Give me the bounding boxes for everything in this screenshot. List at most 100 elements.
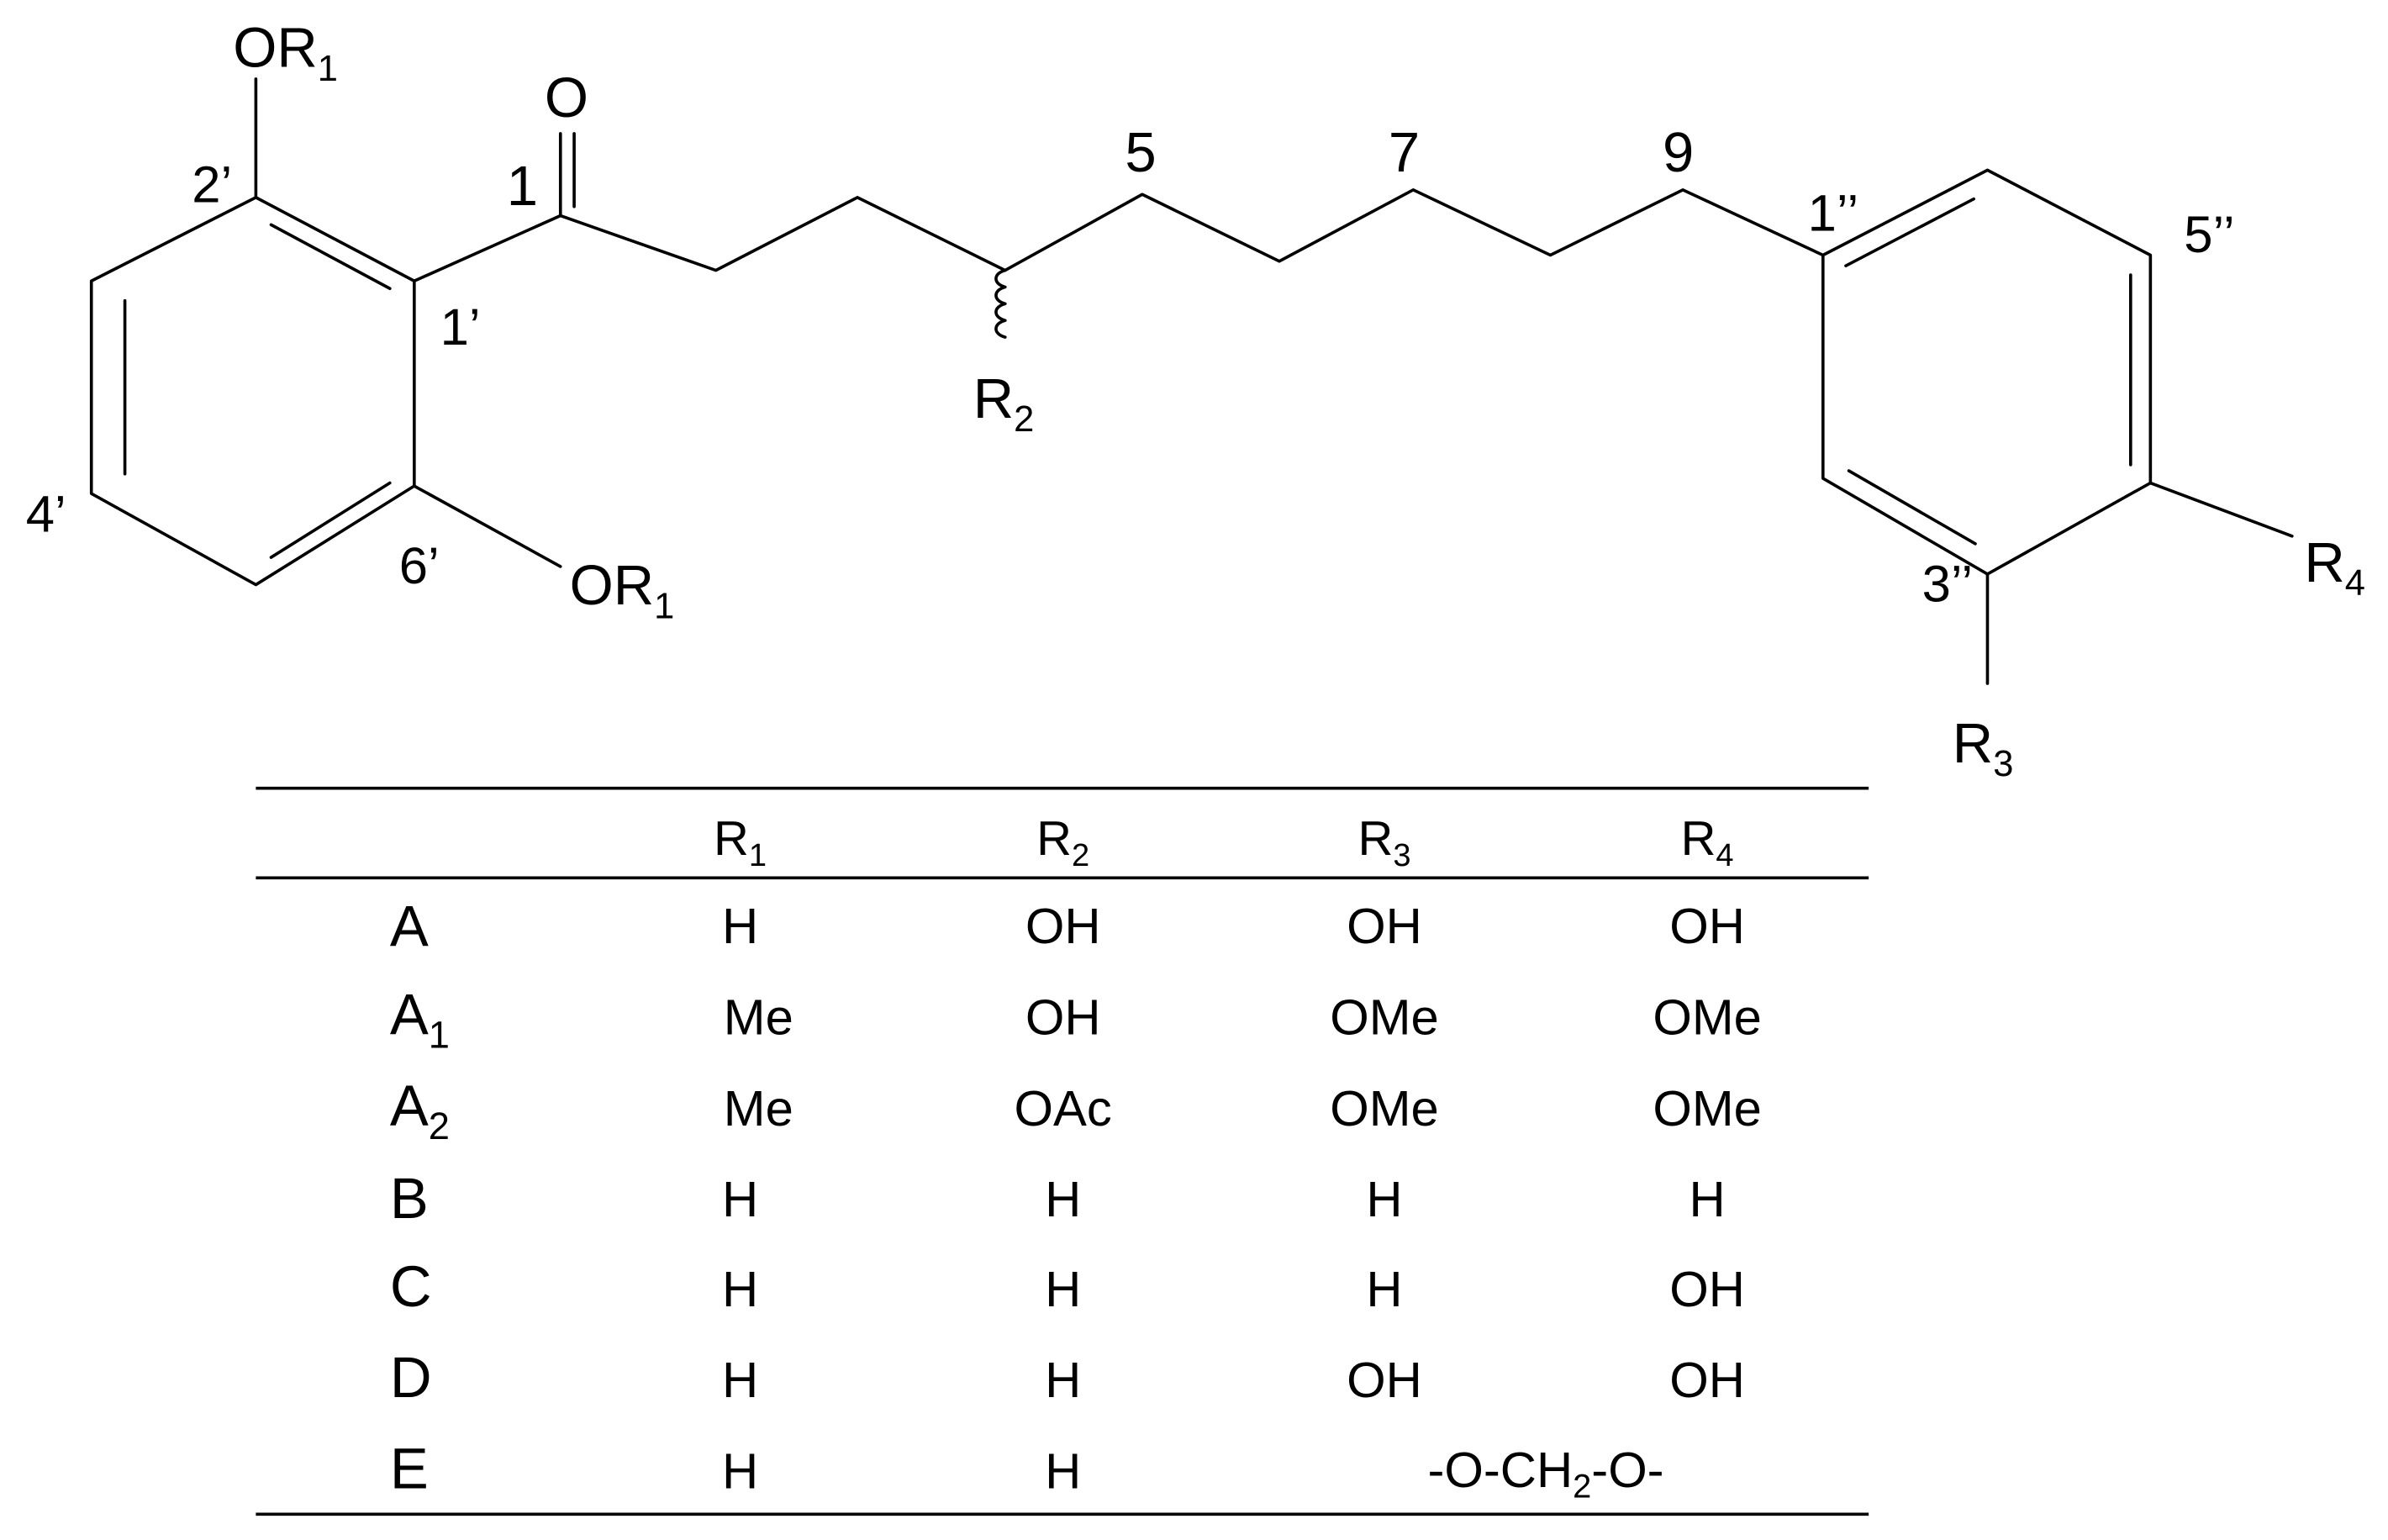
table-header-r3: R3	[1357, 812, 1410, 873]
label-c9: 9	[1663, 121, 1694, 184]
right-ring-outline	[1821, 168, 2153, 576]
methylenedioxy-sub: 2	[1573, 1468, 1591, 1505]
table-cell: H	[1045, 1171, 1081, 1227]
label-or1-bottom: OR1	[570, 554, 675, 626]
table-cell: OMe	[1653, 989, 1762, 1045]
header-r4-sub: 4	[1716, 838, 1733, 873]
table-cell: H	[722, 1171, 758, 1227]
row-label-main: A	[390, 894, 429, 959]
methylenedioxy-pre: -O-CH	[1427, 1442, 1573, 1498]
table-row: A1 Me OH OMe OMe	[390, 982, 1762, 1056]
label-c3-double-prime: 3’’	[1922, 556, 1974, 614]
table-cell: OMe	[1330, 989, 1439, 1045]
table-cell: OH	[1669, 1352, 1745, 1408]
table-cell: H	[722, 898, 758, 954]
table-cell: Me	[724, 1080, 793, 1137]
bond-c4pp-r4	[2148, 481, 2294, 538]
label-c5: 5	[1125, 121, 1156, 184]
header-r2-main: R	[1036, 812, 1072, 866]
label-r4-main: R	[2304, 531, 2344, 594]
label-r4-sub: 4	[2345, 563, 2365, 604]
left-benzene-ring	[89, 196, 416, 587]
row-label: A	[390, 894, 429, 959]
right-ring-double-bond-bottom-left	[1847, 469, 1977, 546]
table-cell: H	[722, 1261, 758, 1317]
label-r2-sub: 2	[1014, 399, 1034, 440]
row-label-main: D	[390, 1345, 432, 1410]
table-cell: H	[722, 1352, 758, 1408]
table-cell: H	[1045, 1352, 1081, 1408]
label-or1-top-sub: 1	[318, 49, 338, 89]
label-or1-top: OR1	[233, 17, 338, 89]
row-label: B	[390, 1166, 429, 1231]
row-label: E	[390, 1437, 429, 1501]
label-c4-prime: 4’	[26, 485, 66, 543]
table-cell: OMe	[1330, 1080, 1439, 1137]
table-row: B H H H H	[390, 1166, 1726, 1231]
left-ring-outline	[89, 196, 416, 587]
table-row: D H H OH OH	[390, 1345, 1745, 1410]
label-carbonyl-oxygen: O	[545, 66, 588, 129]
row-label-sub: 1	[429, 1014, 450, 1057]
label-c1-prime: 1’	[440, 298, 481, 356]
row-label: A2	[390, 1073, 450, 1147]
row-label-sub: 2	[429, 1105, 450, 1147]
label-c1: 1	[507, 155, 538, 218]
table-cell: H	[722, 1443, 758, 1500]
header-r1-main: R	[714, 812, 749, 866]
header-r1-sub: 1	[749, 838, 767, 873]
left-ring-double-bond-top-right	[269, 223, 392, 291]
label-c5-double-prime: 5’’	[2184, 206, 2235, 264]
right-ring-double-bond-top-left	[1844, 197, 1975, 267]
label-r4: R4	[2304, 531, 2365, 604]
table-header-r1: R1	[714, 812, 767, 873]
row-label: C	[390, 1254, 432, 1319]
label-c7: 7	[1389, 121, 1420, 184]
header-r4-main: R	[1681, 812, 1716, 866]
bond-c6p-or1	[413, 484, 562, 568]
table-cell: OH	[1347, 898, 1422, 954]
table-row: E H H -O-CH2-O-	[390, 1437, 1664, 1506]
label-c1-double-prime: 1’’	[1808, 185, 1859, 243]
header-r3-sub: 3	[1393, 838, 1410, 873]
label-c6-prime: 6’	[399, 537, 440, 595]
bond-c1p-c1	[413, 214, 562, 283]
table-cell: H	[1045, 1261, 1081, 1317]
table-row: C H H H OH	[390, 1254, 1745, 1319]
substituent-table: R1 R2 R3 R4 A H OH OH OH A1 Me OH OMe OM…	[256, 786, 1869, 1516]
table-cell: OH	[1025, 989, 1101, 1045]
table-cell: H	[1045, 1443, 1081, 1500]
row-label-main: C	[390, 1254, 432, 1319]
row-label-main: E	[390, 1437, 429, 1501]
label-r3-main: R	[1953, 712, 1993, 775]
row-label: A1	[390, 982, 450, 1056]
header-r3-main: R	[1357, 812, 1393, 866]
label-r2-main: R	[973, 367, 1014, 430]
wavy-bond-r2	[994, 268, 1007, 339]
row-label-main: B	[390, 1166, 429, 1231]
label-r3-sub: 3	[1993, 744, 2013, 784]
row-label-main: A	[390, 1073, 429, 1138]
right-benzene-ring	[1821, 168, 2153, 576]
table-cell: OH	[1025, 898, 1101, 954]
table-cell: OH	[1347, 1352, 1422, 1408]
label-or1-bottom-sub: 1	[654, 586, 674, 626]
header-r2-sub: 2	[1072, 838, 1089, 873]
row-label-main: A	[390, 982, 429, 1047]
table-cell: OMe	[1653, 1080, 1762, 1137]
table-row: A2 Me OAc OMe OMe	[390, 1073, 1762, 1147]
methylenedioxy-post: -O-	[1591, 1442, 1663, 1498]
table-header-r2: R2	[1036, 812, 1089, 873]
table-cell-merged-r3-r4: -O-CH2-O-	[1427, 1442, 1663, 1506]
row-label: D	[390, 1345, 432, 1410]
table-row: A H OH OH OH	[390, 894, 1745, 959]
table-header-r4: R4	[1681, 812, 1734, 873]
label-or1-bottom-main: OR	[570, 554, 655, 617]
table-cell: H	[1366, 1171, 1402, 1227]
label-r2: R2	[973, 367, 1035, 440]
alkyl-chain	[558, 188, 1825, 272]
label-c2-prime: 2’	[192, 156, 232, 214]
label-r3: R3	[1953, 712, 2014, 784]
label-or1-top-main: OR	[233, 17, 318, 80]
